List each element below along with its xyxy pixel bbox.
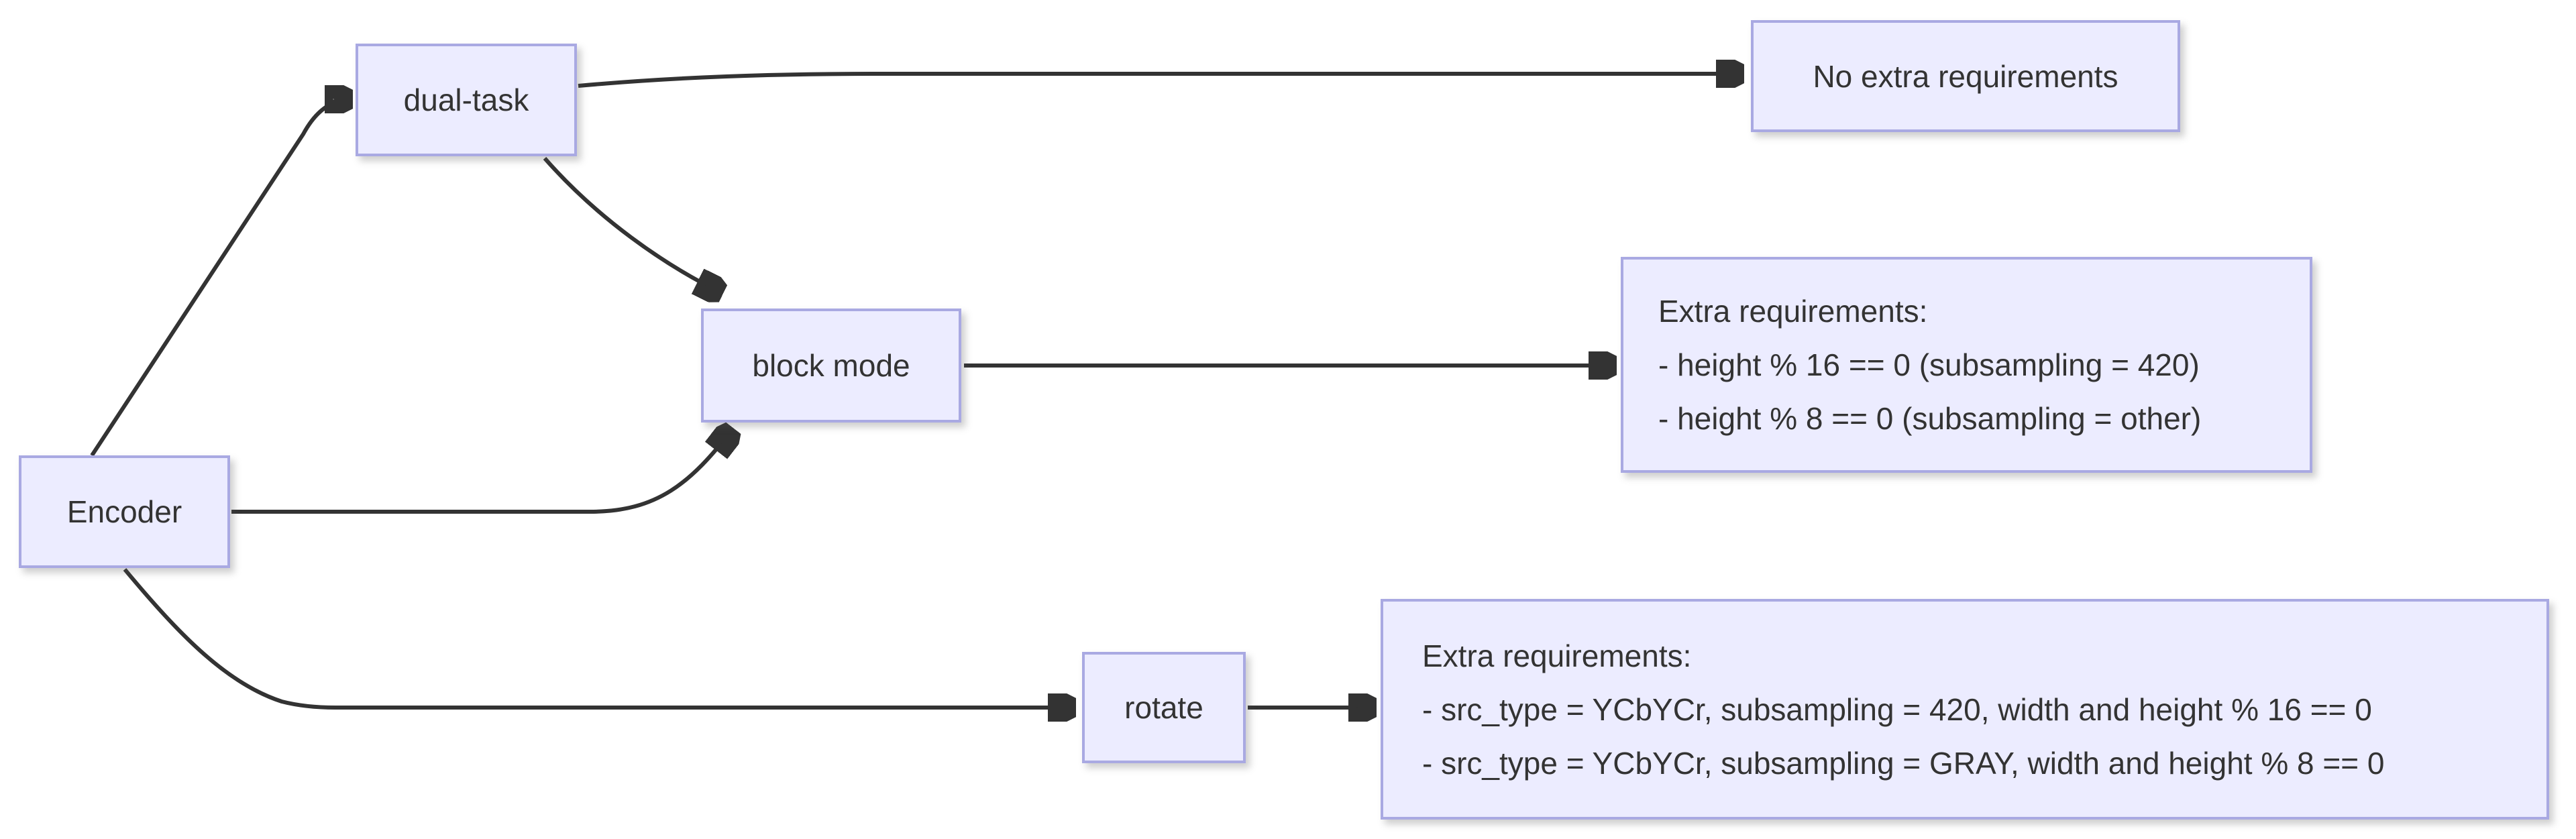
edge-encoder-to-rotate	[123, 568, 1075, 708]
edge-encoder-to-block-mode	[231, 429, 733, 514]
node-extra-requirements-rotate: Extra requirements: - src_type = YCbYCr,…	[1381, 599, 2549, 820]
node-block-mode: block mode	[701, 309, 961, 423]
node-encoder: Encoder	[19, 455, 230, 568]
edge-dual-task-to-no-extra	[578, 74, 1743, 86]
node-extra-requirements-rotate-text: Extra requirements: - src_type = YCbYCr,…	[1422, 638, 2385, 781]
node-dual-task: dual-task	[356, 44, 577, 156]
edge-dual-task-to-block-mode	[543, 157, 722, 293]
node-no-extra-requirements-label: No extra requirements	[1813, 58, 2118, 94]
node-no-extra-requirements: No extra requirements	[1751, 20, 2180, 132]
node-block-mode-label: block mode	[752, 348, 910, 383]
node-extra-requirements-block-mode: Extra requirements: - height % 16 == 0 (…	[1621, 257, 2312, 473]
node-encoder-label: Encoder	[66, 494, 182, 529]
node-rotate: rotate	[1082, 652, 1246, 763]
node-extra-requirements-block-mode-text: Extra requirements: - height % 16 == 0 (…	[1658, 294, 2202, 436]
node-dual-task-label: dual-task	[403, 82, 529, 117]
node-rotate-label: rotate	[1124, 690, 1203, 725]
edge-encoder-to-dual-task	[90, 99, 352, 457]
